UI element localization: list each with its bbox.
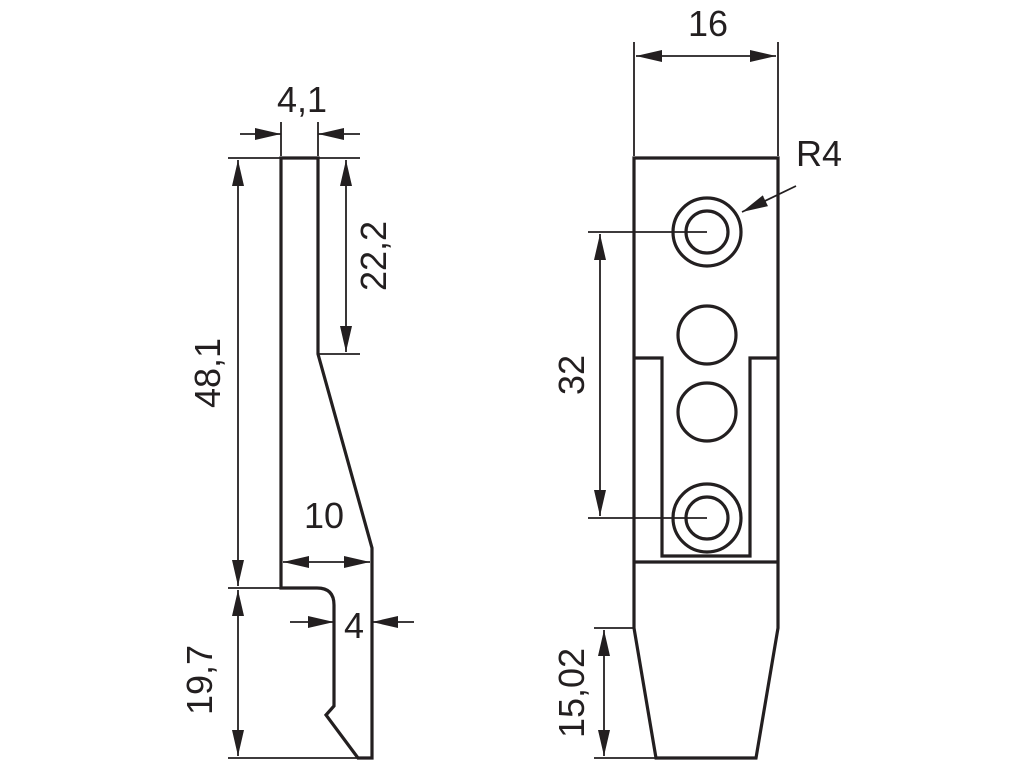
dim-base-width-label: 10 — [304, 495, 344, 536]
dim-hole-spacing-label: 32 — [551, 355, 592, 395]
dim-upper-length: 22,2 — [318, 157, 394, 355]
dim-front-width: 16 — [633, 3, 779, 156]
dim-hook-height-label: 19,7 — [179, 645, 220, 715]
dim-hook-height: 19,7 — [179, 590, 372, 759]
dim-hole-spacing: 32 — [551, 231, 707, 519]
dim-thickness-label: 4,1 — [277, 79, 327, 120]
dim-upper-length-label: 22,2 — [353, 221, 394, 291]
dim-base-width: 10 — [283, 495, 370, 568]
front-center-slot — [634, 356, 778, 558]
hole-middle-lower — [676, 381, 738, 443]
dim-main-height: 48,1 — [187, 157, 280, 589]
dim-hole-radius: R4 — [741, 133, 842, 213]
dim-hook-depth-label: 4 — [344, 605, 364, 646]
dim-hole-radius-label: R4 — [796, 133, 842, 174]
dim-main-height-label: 48,1 — [187, 338, 228, 408]
dim-front-width-label: 16 — [688, 3, 728, 44]
dim-thickness: 4,1 — [240, 79, 360, 156]
dim-taper-height: 15,02 — [551, 627, 656, 759]
dim-taper-height-label: 15,02 — [551, 648, 592, 738]
dim-hook-depth: 4 — [290, 605, 414, 646]
side-view: 4,1 22,2 48,1 10 4 — [179, 79, 414, 760]
front-view: 16 R4 32 15,02 — [551, 3, 842, 760]
hole-middle-upper — [676, 304, 738, 366]
